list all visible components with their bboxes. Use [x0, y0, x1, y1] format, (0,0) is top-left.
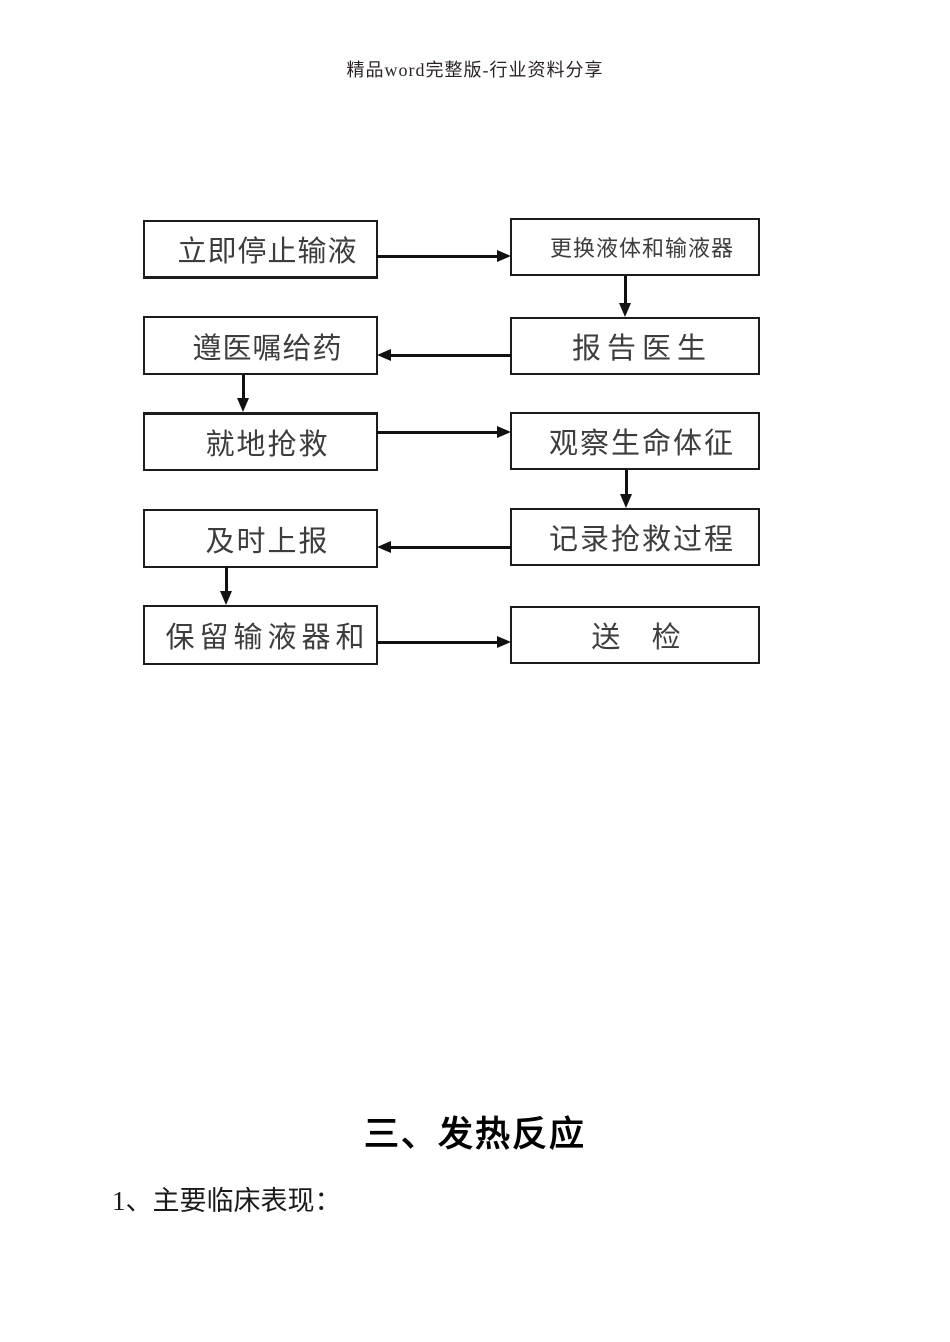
box-label: 立即停止输液 [177, 236, 358, 268]
flowchart-box-send-for-inspection: 送 检 [510, 606, 760, 664]
box-label: 报告医生 [571, 333, 712, 365]
arrow-down-icon [619, 276, 632, 317]
arrow-right-icon [377, 250, 511, 263]
flowchart-box-rescue-on-site: 就地抢救 [143, 412, 378, 471]
box-label: 送 检 [591, 622, 693, 654]
box-label: 记录抢救过程 [548, 524, 735, 556]
subsection-item: 1、主要临床表现： [112, 1186, 342, 1216]
flowchart-box-observe-vital-signs: 观察生命体征 [510, 412, 760, 470]
arrow-left-icon [377, 541, 511, 554]
flowchart-box-report-to-doctor: 报告医生 [510, 317, 760, 375]
box-label: 就地抢救 [205, 429, 330, 461]
flowchart-box-replace-fluid-and-set: 更换液体和输液器 [510, 218, 760, 276]
flowchart-box-give-medication-per-order: 遵医嘱给药 [143, 316, 378, 375]
arrow-down-icon [220, 566, 233, 605]
flowchart-box-report-promptly: 及时上报 [143, 509, 378, 568]
arrow-left-icon [377, 349, 511, 362]
flowchart-box-stop-infusion: 立即停止输液 [143, 220, 378, 279]
box-label: 及时上报 [205, 525, 330, 558]
section-heading: 三、发热反应 [363, 1115, 586, 1154]
flowchart-box-keep-infusion-set: 保留输液器和 [143, 605, 378, 665]
watermark-header: 精品word完整版-行业资料分享 [346, 60, 604, 80]
arrow-right-icon [377, 426, 511, 439]
box-label: 遵医嘱给药 [192, 332, 343, 365]
box-label: 更换液体和输液器 [549, 236, 734, 261]
box-label: 保留输液器和 [165, 622, 370, 654]
arrow-down-icon [237, 375, 250, 412]
arrow-right-icon [377, 636, 511, 649]
box-label: 观察生命体征 [548, 428, 735, 460]
flowchart-box-record-rescue-process: 记录抢救过程 [510, 508, 760, 566]
arrow-down-icon [620, 470, 633, 508]
